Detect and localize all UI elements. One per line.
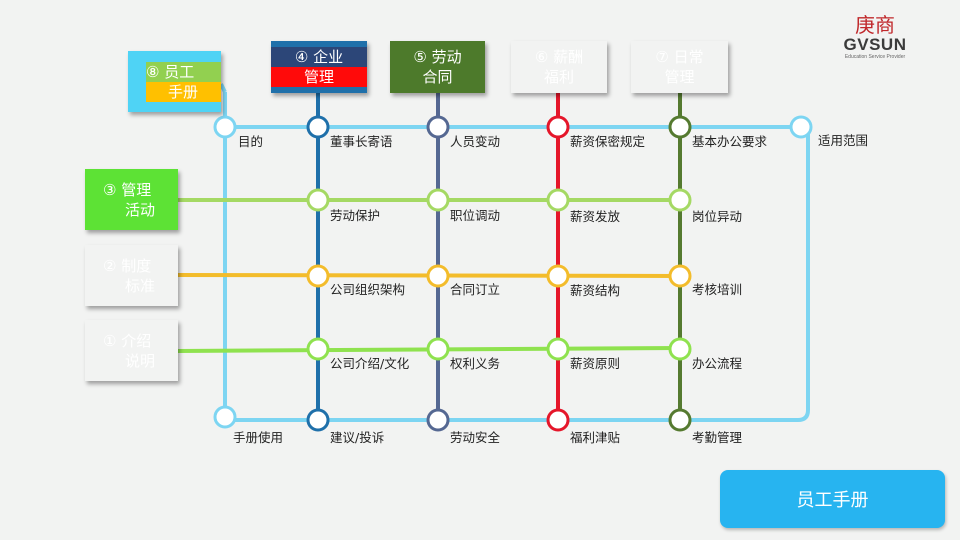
station-marker xyxy=(306,115,330,139)
row-box-line2: 手册 xyxy=(146,81,221,102)
column-box-line2: 管理 xyxy=(271,67,367,87)
station-label-purpose: 目的 xyxy=(238,134,264,149)
station-marker xyxy=(668,337,692,361)
station-marker xyxy=(426,264,450,288)
station-label: 薪资发放 xyxy=(570,209,621,224)
station-marker xyxy=(668,408,692,432)
row-box-line2: 活动 xyxy=(125,200,156,219)
station-marker xyxy=(306,264,330,288)
station-marker-scope xyxy=(789,115,813,139)
station-label: 合同订立 xyxy=(450,282,501,297)
logo-brand: GVSUN xyxy=(843,35,907,54)
loop-connector xyxy=(219,83,227,93)
logo-tagline: Education Service Provider xyxy=(844,54,906,60)
row-box-line1: ③ 管理 xyxy=(103,180,152,199)
station-marker xyxy=(306,188,330,212)
station-label: 基本办公要求 xyxy=(692,134,768,149)
station-label: 考勤管理 xyxy=(692,430,743,445)
station-marker xyxy=(426,115,450,139)
station-label: 办公流程 xyxy=(692,356,743,371)
column-box-labor-contract[interactable]: ⑤ 劳动 合同 xyxy=(390,41,485,93)
column-box-line1: ⑥ 薪酬 xyxy=(534,48,584,66)
row-box-line2: 说明 xyxy=(125,351,156,370)
station-label: 劳动保护 xyxy=(330,208,381,223)
station-label: 公司组织架构 xyxy=(330,282,406,297)
row-box-management-activities[interactable]: ③ 管理 活动 xyxy=(85,169,178,230)
station-marker xyxy=(426,188,450,212)
column-box-line1: ⑦ 日常 xyxy=(655,48,704,66)
row-box-system-standards[interactable]: ② 制度 标准 xyxy=(85,245,178,306)
employee-manual-button[interactable]: 员工手册 xyxy=(720,470,945,528)
column-box-line2: 管理 xyxy=(664,68,695,86)
station-label: 董事长寄语 xyxy=(330,134,393,149)
station-label-scope: 适用范围 xyxy=(818,133,869,148)
row-box-introduction[interactable]: ① 介绍 说明 xyxy=(85,320,178,381)
station-label: 建议/投诉 xyxy=(330,430,385,445)
station-label: 薪资结构 xyxy=(570,283,621,298)
station-marker xyxy=(546,264,570,288)
station-marker xyxy=(668,115,692,139)
column-box-enterprise-management[interactable]: ④ 企业 管理 xyxy=(271,41,367,93)
row-box-line1: ② 制度 xyxy=(103,256,152,275)
station-marker xyxy=(668,188,692,212)
station-marker xyxy=(426,337,450,361)
column-box-line1: ⑤ 劳动 xyxy=(413,48,462,66)
station-label: 薪资原则 xyxy=(570,356,621,371)
station-label: 劳动安全 xyxy=(450,430,501,445)
station-marker xyxy=(306,337,330,361)
station-marker-manual-use xyxy=(213,405,237,429)
station-marker xyxy=(546,337,570,361)
station-marker xyxy=(546,408,570,432)
row-box-line1: ⑧ 员工 xyxy=(146,61,221,82)
station-label: 考核培训 xyxy=(692,282,743,297)
station-label: 权利义务 xyxy=(450,356,501,371)
station-marker xyxy=(426,408,450,432)
station-label: 公司介绍/文化 xyxy=(330,356,410,371)
column-box-daily-management[interactable]: ⑦ 日常 管理 xyxy=(631,41,728,93)
column-box-line2: 合同 xyxy=(422,68,453,86)
station-marker xyxy=(668,264,692,288)
station-marker-purpose xyxy=(213,115,237,139)
column-box-line2: 福利 xyxy=(543,68,574,86)
row-box-line1: ① 介绍 xyxy=(103,331,152,350)
station-marker xyxy=(546,115,570,139)
row-box-employee-manual[interactable]: ⑧ 员工 手册 xyxy=(128,51,221,112)
station-label: 人员变动 xyxy=(450,134,501,149)
station-label: 职位调动 xyxy=(450,208,501,223)
station-label: 岗位异动 xyxy=(692,209,743,224)
row-box-line2: 标准 xyxy=(125,276,156,295)
station-label: 福利津贴 xyxy=(570,430,621,445)
station-label: 薪资保密规定 xyxy=(570,134,646,149)
gvsun-logo: 庚商 GVSUN Education Service Provider xyxy=(835,14,915,61)
station-marker xyxy=(306,408,330,432)
column-box-salary-benefits[interactable]: ⑥ 薪酬 福利 xyxy=(511,41,607,93)
station-label-manual-use: 手册使用 xyxy=(233,430,284,445)
column-box-line1: ④ 企业 xyxy=(271,47,367,67)
station-marker xyxy=(546,188,570,212)
logo-chinese: 庚商 xyxy=(855,13,895,37)
